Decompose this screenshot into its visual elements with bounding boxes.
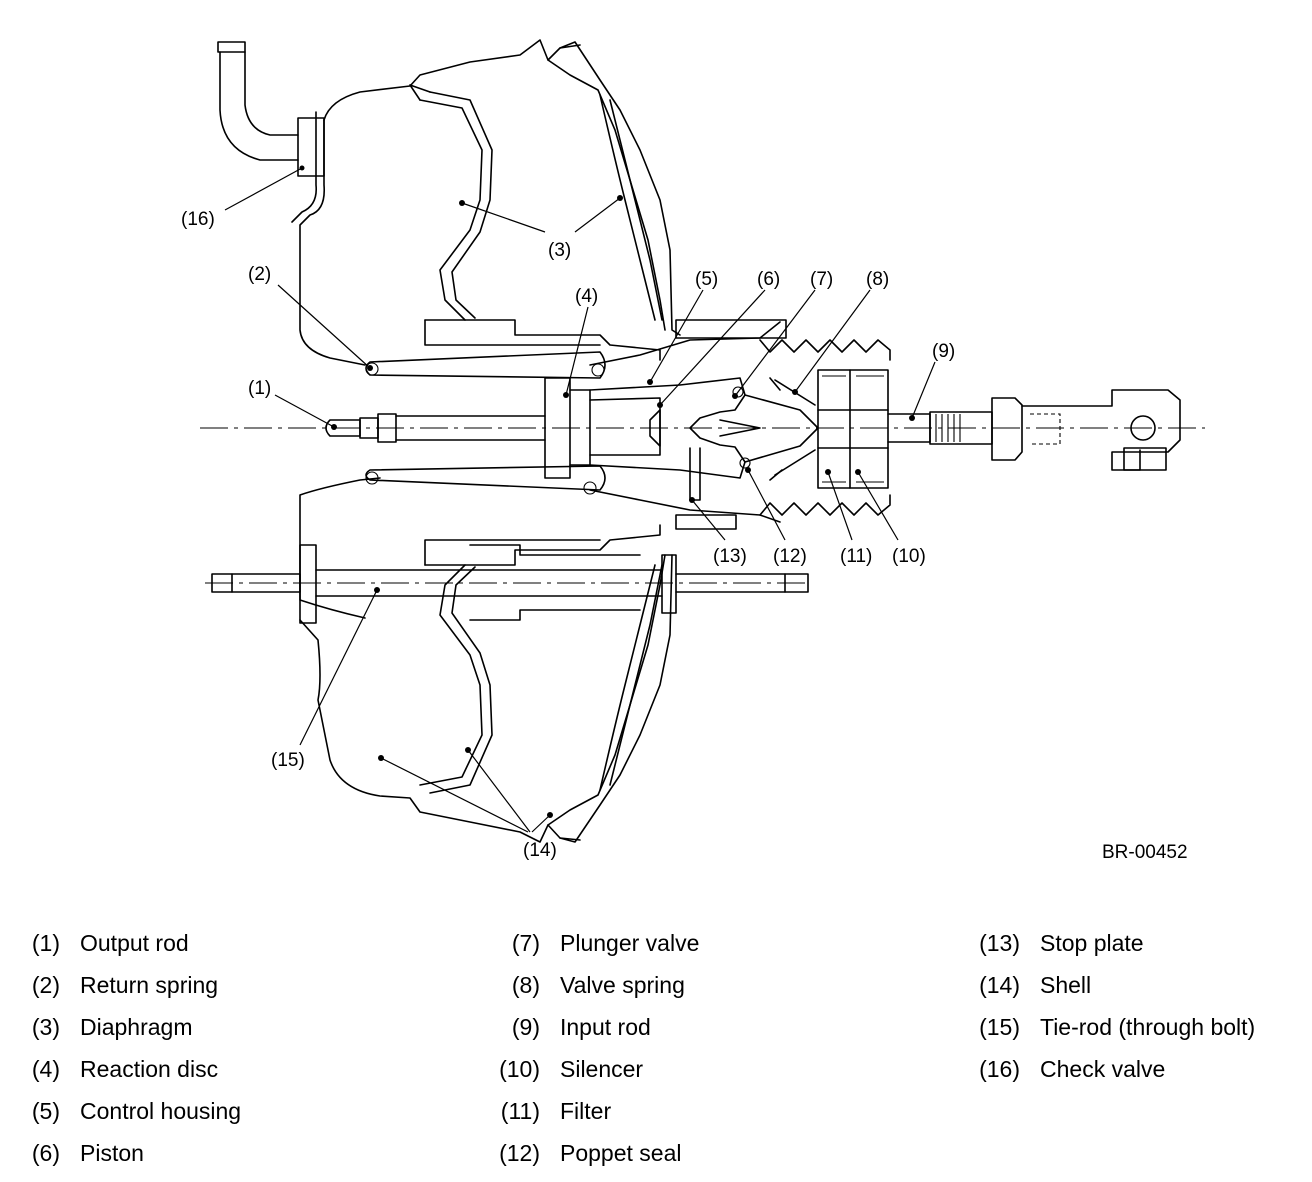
input-rod [887, 389, 1181, 471]
callout-7: (7) [810, 269, 833, 290]
callout-8: (8) [866, 269, 889, 290]
callout-4: (4) [575, 286, 598, 307]
callout-9: (9) [932, 341, 955, 362]
leader-lines [224, 165, 936, 833]
callout-12: (12) [773, 546, 807, 567]
callout-15: (15) [271, 750, 305, 771]
parts-legend: (1)Output rod (2)Return spring (3)Diaphr… [31, 930, 1256, 1166]
front-shell [291, 39, 581, 843]
silencer-filter [817, 369, 889, 489]
callout-10: (10) [892, 546, 926, 567]
diaphragm [409, 84, 663, 794]
dust-boot [759, 339, 891, 516]
rear-shell [547, 41, 681, 843]
output-rod [325, 377, 591, 479]
control-housing [589, 319, 787, 530]
check-valve [217, 41, 325, 177]
callout-5: (5) [695, 269, 718, 290]
return-spring [365, 351, 606, 495]
brake-booster-diagram: (1) (2) (3) (4) (5) (6) (7) (8) (9) (10)… [181, 39, 1205, 863]
callout-1: (1) [248, 378, 271, 399]
figure-code: BR-00452 [1102, 842, 1188, 863]
tie-rod [211, 544, 809, 624]
callout-2: (2) [248, 264, 271, 285]
callout-6: (6) [757, 269, 780, 290]
callout-14: (14) [523, 840, 557, 861]
valve-spring [769, 377, 816, 481]
callout-16: (16) [181, 209, 215, 230]
callout-13: (13) [713, 546, 747, 567]
callout-11: (11) [840, 546, 872, 567]
callout-3: (3) [548, 240, 571, 261]
power-piston [424, 319, 661, 566]
